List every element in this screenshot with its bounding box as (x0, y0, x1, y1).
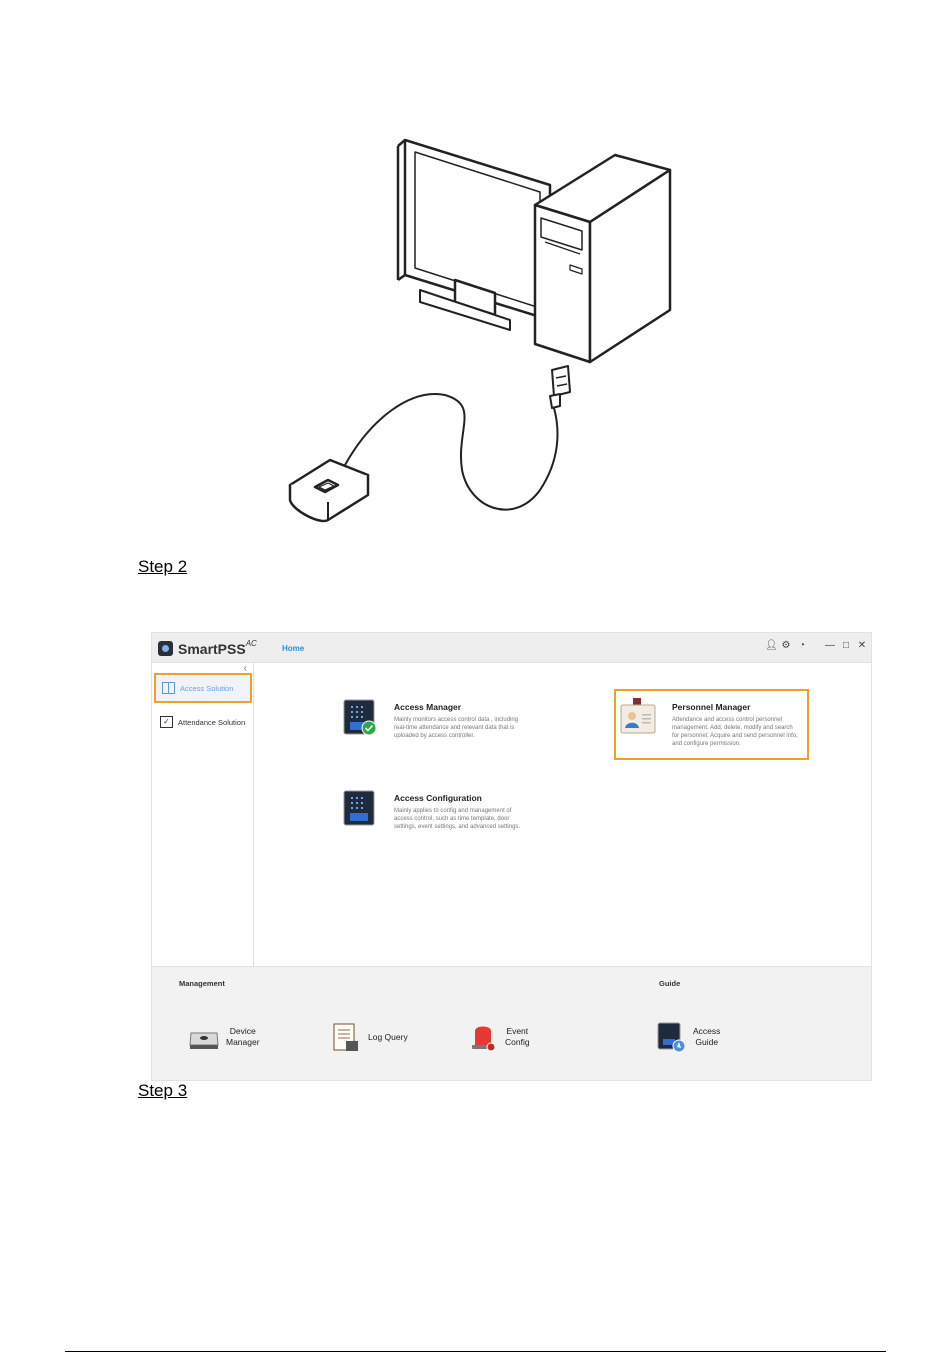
tile-title: Personnel Manager (672, 702, 751, 712)
main-panel: Access Manager Mainly monitors access co… (254, 663, 871, 966)
page-footer-rule (65, 1351, 886, 1352)
bottom-item-label: Event Config (505, 1026, 530, 1047)
guide-section-title: Guide (659, 979, 681, 988)
minimize-icon[interactable]: — (825, 640, 835, 651)
management-section-title: Management (179, 979, 225, 988)
bottom-item-label: Log Query (368, 1031, 408, 1042)
access-guide-icon (657, 1022, 686, 1053)
spacer (813, 638, 819, 654)
sidebar-item-attendance-solution[interactable]: ✓ Attendance Solution (154, 707, 252, 737)
device-manager-button[interactable]: Device Manager (188, 1021, 260, 1053)
smartpss-window: SmartPSSAC Home 👤︎ ⚙ ◔ — □ ✕ ‹ Access So… (151, 632, 872, 1081)
calendar-check-icon: ✓ (160, 716, 173, 728)
sidebar-item-access-solution[interactable]: Access Solution (154, 673, 252, 703)
bottom-item-label: Access Guide (693, 1026, 721, 1047)
sidebar-item-label: Access Solution (180, 683, 234, 693)
pc-fingerprint-reader-illustration (288, 138, 672, 523)
event-config-button[interactable]: Event Config (467, 1021, 530, 1053)
log-query-button[interactable]: Log Query (330, 1021, 408, 1053)
access-configuration-icon (343, 790, 375, 826)
personnel-manager-highlight (614, 689, 809, 760)
app-brand: SmartPSSAC (178, 639, 257, 657)
collapse-chevron-icon[interactable]: ‹ (243, 663, 247, 674)
access-manager-icon (343, 699, 377, 736)
tile-description: Mainly applies to config and management … (394, 808, 521, 830)
tab-home[interactable]: Home (282, 644, 305, 653)
access-guide-button[interactable]: Access Guide (655, 1021, 720, 1053)
door-icon (162, 682, 175, 694)
tile-title: Access Configuration (394, 793, 482, 803)
alarm-light-icon (472, 1026, 496, 1052)
sidebar: ‹ Access Solution ✓ Attendance Solution (152, 663, 254, 966)
close-icon[interactable]: ✕ (857, 640, 867, 651)
gear-icon[interactable]: ⚙ (781, 640, 791, 651)
brand-suffix: AC (245, 639, 257, 648)
bottom-panel: Management Guide Device Manager Log Quer… (152, 966, 871, 1080)
bottom-item-label: Device Manager (226, 1026, 260, 1047)
maximize-icon[interactable]: □ (842, 640, 850, 651)
window-controls: 👤︎ ⚙ ◔ — □ ✕ (765, 638, 867, 654)
smartpss-logo-icon (158, 641, 173, 656)
id-badge-icon (620, 698, 656, 734)
log-query-icon (333, 1023, 358, 1051)
device-manager-icon (189, 1032, 219, 1049)
sidebar-item-label: Attendance Solution (178, 717, 246, 727)
tile-title: Access Manager (394, 702, 462, 712)
user-icon[interactable]: 👤︎ (765, 640, 778, 651)
step-3-label: Step 3 (138, 1081, 188, 1100)
step-2-label: Step 2 (138, 557, 188, 576)
gauge-icon[interactable]: ◔ (798, 640, 806, 651)
title-bar: SmartPSSAC Home 👤︎ ⚙ ◔ — □ ✕ (152, 633, 871, 663)
tile-description: Attendance and access control personnel … (672, 717, 798, 747)
tile-description: Mainly monitors access control data , in… (394, 717, 519, 739)
